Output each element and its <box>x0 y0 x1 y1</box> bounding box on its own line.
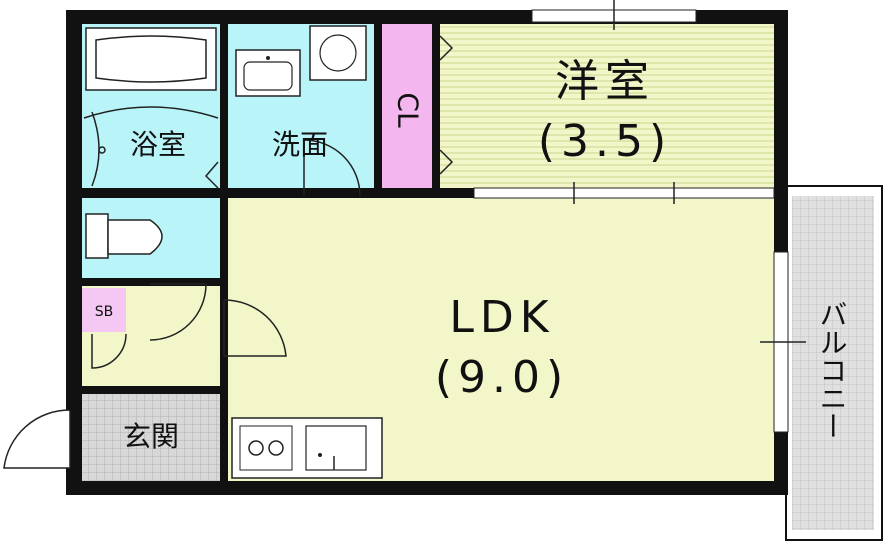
washing-machine-icon <box>309 25 367 81</box>
wash-door[interactable] <box>303 139 361 197</box>
closet-floor <box>382 24 432 188</box>
bath-wall-curve <box>83 106 219 119</box>
sink-icon <box>305 425 367 471</box>
western-room-size: (3.5) <box>538 116 672 167</box>
balcony-name: バルコニー <box>816 300 849 440</box>
western-floor <box>440 24 774 188</box>
stove-burner-icon <box>268 440 284 456</box>
toilet-door[interactable] <box>149 283 207 341</box>
ldk-room-name: LDK <box>449 292 554 343</box>
entrance-name: 玄関 <box>123 420 179 453</box>
bath-room-name: 浴室 <box>130 128 186 161</box>
divider-window <box>473 182 775 204</box>
ldk-door[interactable] <box>223 299 287 357</box>
balcony-window <box>760 251 806 433</box>
ldk-room-size: (9.0) <box>435 352 569 403</box>
washbasin-icon <box>235 49 301 97</box>
shoebox-name: SB <box>95 304 114 320</box>
closet-door-mark <box>439 35 454 175</box>
drain-icon <box>98 146 106 154</box>
toilet-icon <box>85 213 163 259</box>
kitchen-counter <box>231 417 383 479</box>
entrance-floor <box>82 394 220 481</box>
closet-name: CL <box>392 92 425 128</box>
shoebox-door[interactable] <box>91 333 127 369</box>
entrance-door[interactable] <box>3 409 71 469</box>
bath-door-mark <box>204 161 219 189</box>
shoebox-floor <box>82 288 126 332</box>
bathtub-icon <box>85 27 217 91</box>
balcony <box>785 185 883 541</box>
western-room-name: 洋室 <box>555 56 655 107</box>
top-window <box>531 0 697 30</box>
stove-burner-icon <box>248 440 264 456</box>
wash-room-name: 洗面 <box>272 128 328 161</box>
